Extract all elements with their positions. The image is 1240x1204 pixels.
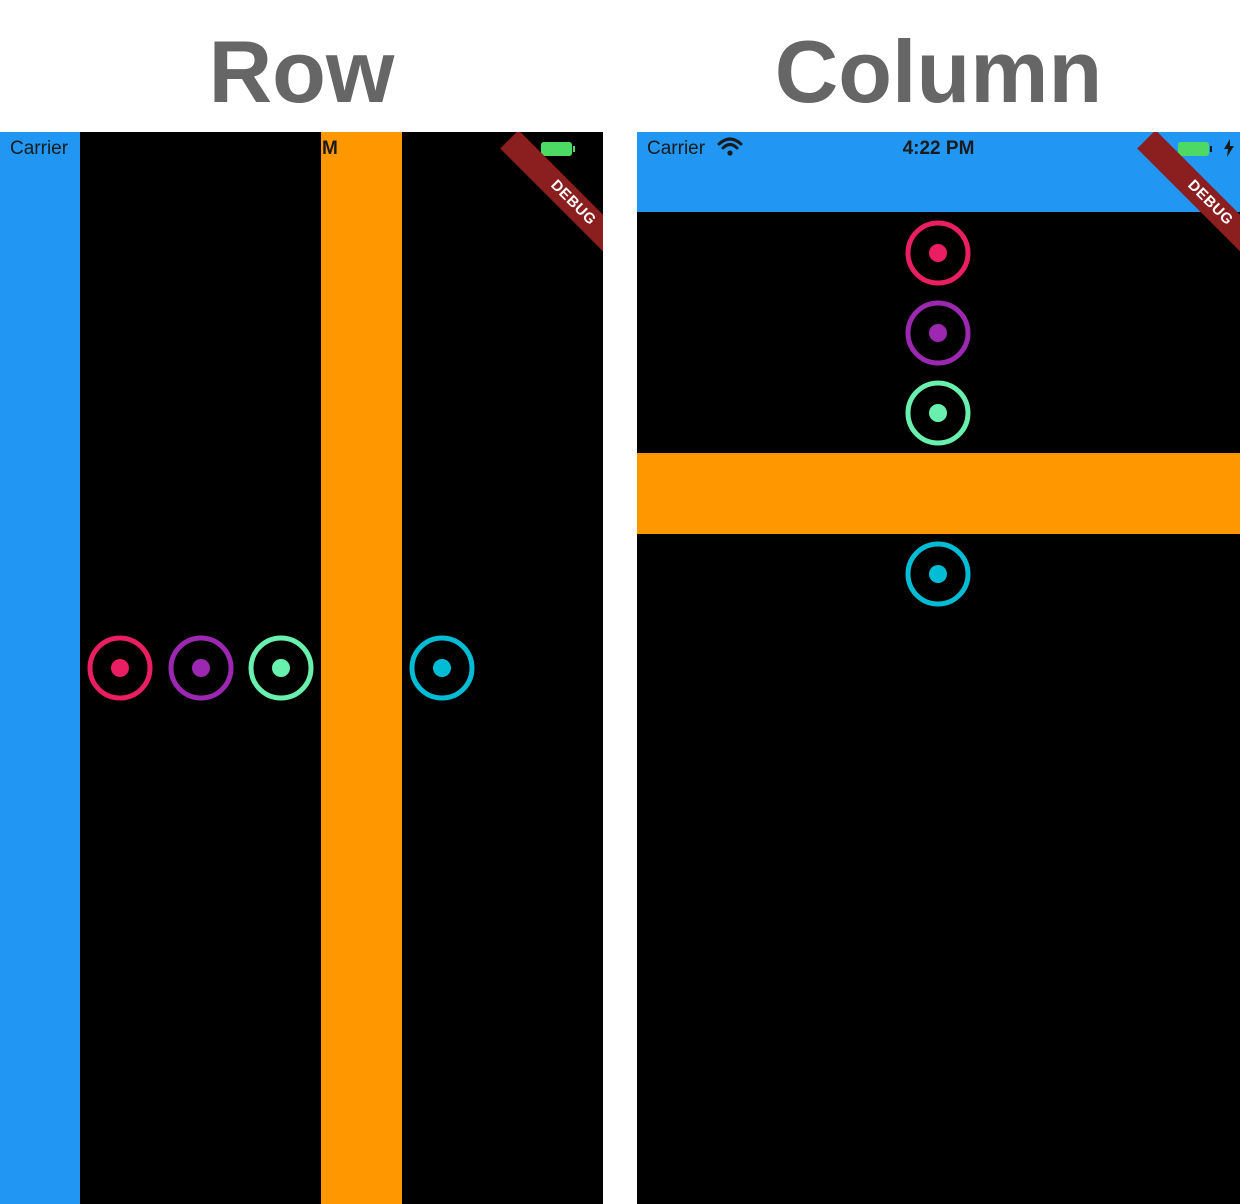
debug-banner: DEBUG <box>1110 132 1240 262</box>
status-time-overlay: M <box>322 138 338 159</box>
status-bar: Carrier 4:22 PM <box>637 132 1240 164</box>
orange-block <box>321 132 402 1204</box>
debug-ribbon-label: DEBUG <box>1137 132 1240 262</box>
target-icon[interactable] <box>167 634 235 702</box>
target-icon[interactable] <box>904 219 972 287</box>
charging-bolt-icon <box>1224 139 1234 157</box>
target-icon[interactable] <box>904 299 972 367</box>
row-phone-screen: Carrier M Carrier M DEBUG <box>0 132 603 1204</box>
carrier-label-overlay: Carrier <box>10 138 69 159</box>
carrier-label: Carrier <box>647 138 706 159</box>
debug-banner: DEBUG <box>473 132 603 262</box>
row-heading: Row <box>208 22 395 121</box>
orange-block <box>637 453 1240 534</box>
target-icon[interactable] <box>904 540 972 608</box>
status-time: 4:22 PM <box>902 138 975 159</box>
target-icon[interactable] <box>247 634 315 702</box>
column-heading: Column <box>774 22 1103 121</box>
target-icon[interactable] <box>86 634 154 702</box>
target-icon[interactable] <box>408 634 476 702</box>
target-icon[interactable] <box>904 379 972 447</box>
debug-ribbon-label: DEBUG <box>500 132 603 262</box>
battery-icon <box>541 142 572 156</box>
wifi-icon <box>717 137 743 156</box>
column-phone-screen: Carrier 4:22 PM DEBUG <box>637 132 1240 1204</box>
blue-block <box>0 132 80 1204</box>
battery-icon <box>1178 142 1212 156</box>
